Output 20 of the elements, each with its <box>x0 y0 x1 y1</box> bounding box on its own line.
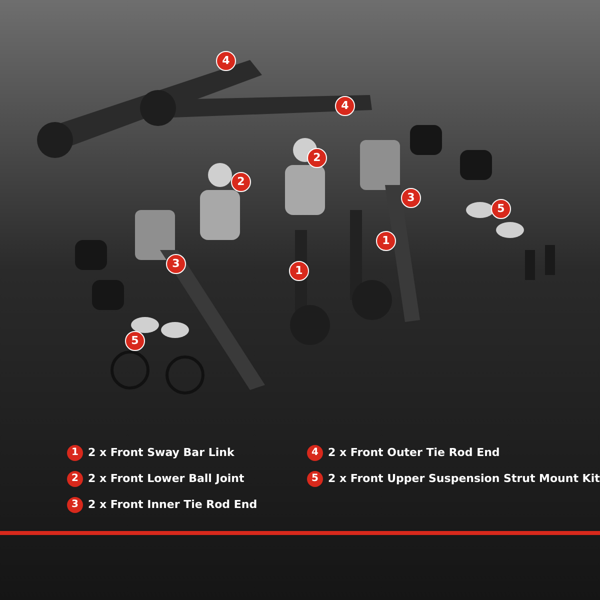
part-description: 2 x Front Lower Ball Joint <box>88 471 244 487</box>
callout-number: 1 <box>289 261 309 281</box>
legend-number: 3 <box>67 497 83 513</box>
legend-number: 2 <box>67 471 83 487</box>
legend-number: 4 <box>307 445 323 461</box>
part-description: 2 x Front Outer Tie Rod End <box>328 445 500 461</box>
callout-number: 1 <box>376 231 396 251</box>
callout-number: 3 <box>166 254 186 274</box>
callout-number: 5 <box>491 199 511 219</box>
legend-number: 5 <box>307 471 323 487</box>
callout-number: 2 <box>307 148 327 168</box>
callout-number: 4 <box>216 51 236 71</box>
callout-number: 5 <box>125 331 145 351</box>
legend-number: 1 <box>67 445 83 461</box>
part-description: 2 x Front Inner Tie Rod End <box>88 497 258 513</box>
callout-number: 4 <box>335 96 355 116</box>
callout-number: 2 <box>231 172 251 192</box>
part-description: 2 x Front Upper Suspension Strut Mount Kit <box>328 471 600 487</box>
callout-number: 3 <box>401 188 421 208</box>
part-description: 2 x Front Sway Bar Link <box>88 445 234 461</box>
